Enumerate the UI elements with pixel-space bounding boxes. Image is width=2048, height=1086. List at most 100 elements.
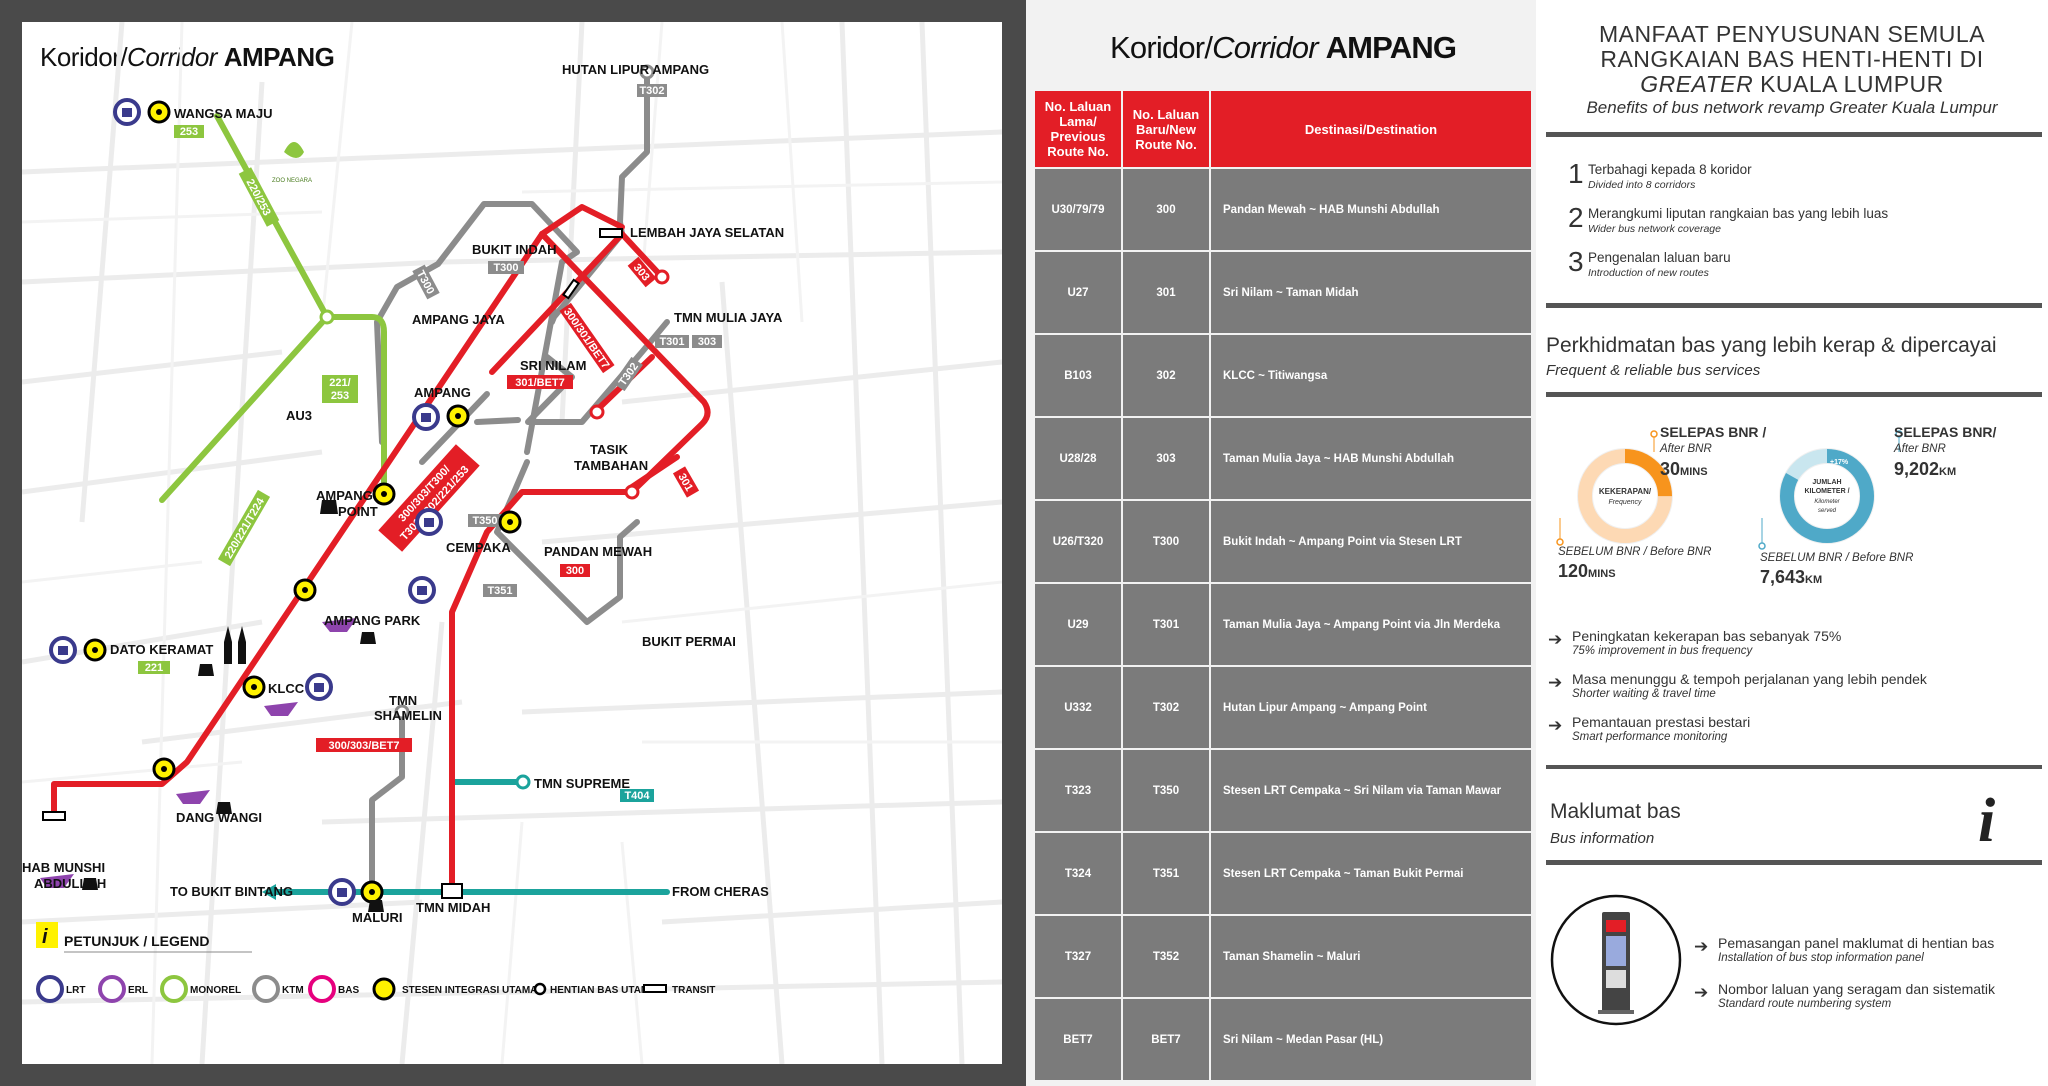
benefit-text: Merangkumi liputan rangkaian bas yang le… [1588,206,1889,221]
header-destination: Destinasi/Destination [1211,91,1531,167]
label-tambahan: TAMBAHAN [574,458,648,473]
header-old-route: No. Laluan Lama/ Previous Route No. [1035,91,1121,167]
benefits-subheading: Benefits of bus network revamp Greater K… [1586,98,1998,117]
freq-after-label: SELEPAS BNR / [1660,424,1767,440]
label-ampang: AMPANG [414,385,471,400]
dist-after-label: SELEPAS BNR/ [1894,424,1997,440]
frequency-donut: KEKERAPAN/ Frequency [1556,430,1673,546]
landmark-icons [82,500,384,912]
old-route-cell: B103 [1035,335,1121,416]
stop-hutan-lipur [639,64,655,80]
improvement-text: Masa menunggu & tempoh perjalanan yang l… [1572,671,1927,687]
dist-pct: +17% [1830,459,1849,466]
legend-lrt: LRT [66,985,85,996]
new-route-cell: T350 [1123,750,1209,831]
label-ampang-point-b: POINT [338,504,378,519]
label-tmn-midah: TMN MIDAH [416,900,490,915]
benefits-heading-line-1: MANFAAT PENYUSUNAN SEMULA [1598,21,1986,47]
legend-bus-icon [308,975,336,1003]
label-sri-nilam: SRI NILAM [520,358,586,373]
destination-cell: Taman Mulia Jaya ~ Ampang Point via Jln … [1211,584,1531,665]
tag-303b: 303 [698,336,716,348]
benefit-subtext: Wider bus network coverage [1588,223,1721,235]
freq-before-unit: MINS [1588,568,1616,580]
old-route-cell: U26/T320 [1035,501,1121,582]
freq-after-label-en: After BNR [1660,443,1712,455]
map-title-italic: Corridor [127,42,217,72]
destination-cell: Hutan Lipur Ampang ~ Ampang Point [1211,667,1531,748]
tag-221: 221 [145,662,163,674]
freq-after-number: 30 [1660,459,1681,479]
benefit-text: Terbahagi kepada 8 koridor [1588,162,1752,177]
destination-cell: Sri Nilam ~ Medan Pasar (HL) [1211,999,1531,1080]
green-routes [159,113,387,503]
label-hab-b: ABDULLAH [34,876,106,891]
teal-arrow-icon [262,884,276,900]
new-route-cell: 300 [1123,169,1209,250]
freq-center-1: KEKERAPAN/ [1599,487,1652,496]
route-table-title: Koridor/Corridor AMPANG [1110,30,1457,66]
zoo-negara-label: ZOO NEGARA [272,178,312,184]
route-table: No. Laluan Lama/ Previous Route No. No. … [1033,89,1533,1082]
stop-tmn-supreme [515,774,531,790]
tag-300-303-bet7: 300/303/BET7 [329,740,400,752]
benefit-subtext: Introduction of new routes [1588,267,1709,279]
label-tmn-shamelin-b: SHAMELIN [374,708,442,723]
legend-info-icon [36,922,58,948]
label-hutan-lipur: HUTAN LIPUR AMPANG [562,62,709,77]
new-route-cell: T352 [1123,916,1209,997]
destination-cell: Taman Mulia Jaya ~ HAB Munshi Abdullah [1211,418,1531,499]
bus-info-text: Pemasangan panel maklumat di hentian bas [1718,935,1995,951]
new-route-cell: T300 [1123,501,1209,582]
improvement-text: Peningkatan kekerapan bas sebanyak 75% [1572,628,1842,644]
tag-220-253: 220/253 [243,177,272,218]
label-tmn-shamelin-a: TMN [389,693,417,708]
legend-transit: TRANSIT [672,985,715,996]
arrow-right-icon: ➔ [1694,937,1709,956]
improvement-subtext: 75% improvement in bus frequency [1572,645,1753,657]
tag-t300: T300 [493,262,518,274]
legend-station-icon [372,977,396,1001]
label-pandan-mewah: PANDAN MEWAH [544,544,652,559]
map-title-name: AMPANG [223,42,335,72]
legend-ktm: KTM [282,985,304,996]
label-to-bukit-bintang: TO BUKIT BINTANG [170,884,293,899]
tag-221-253-a: 221/ [329,377,350,389]
label-ampang-jaya: AMPANG JAYA [412,312,505,327]
svg-text:i: i [42,926,48,948]
dist-after-number: 9,202 [1894,459,1940,479]
divider [1546,392,2042,397]
improvement-subtext: Smart performance monitoring [1572,731,1728,743]
tag-300: 300 [566,565,584,577]
benefits-heading-line-3: KUALA LUMPUR [1753,71,1944,97]
label-bukit-indah: BUKIT INDAH [472,242,557,257]
section-bus-info-title: Maklumat bas [1550,800,1681,823]
legend-bas: BAS [338,985,359,996]
rail-badges [40,98,443,906]
old-route-cell: U27 [1035,252,1121,333]
section-services-title: Perkhidmatan bas yang lebih kerap & dipe… [1546,334,1997,357]
route-table-header: No. Laluan Lama/ Previous Route No. No. … [1035,91,1531,167]
label-lembah-jaya: LEMBAH JAYA SELATAN [630,225,784,240]
dist-after-value: 9,202KM [1894,459,1956,480]
dist-after-unit: KM [1939,466,1957,478]
teal-routes [274,779,670,895]
tag-253: 253 [180,126,198,138]
tag-301-bet7: 301/BET7 [515,377,565,389]
stop-tmn-mulia-jaya [654,269,670,285]
freq-after-value: 30MINS [1660,459,1708,480]
route-table-panel: Koridor/Corridor AMPANG No. Laluan Lama/… [1026,0,1536,1086]
legend-stesen: STESEN INTEGRASI UTAMA [402,985,537,996]
label-dato-keramat: DATO KERAMAT [110,642,213,657]
freq-before-number: 120 [1558,561,1589,581]
benefit-number: 3 [1568,246,1584,277]
destination-cell: Bukit Indah ~ Ampang Point via Stesen LR… [1211,501,1531,582]
new-route-cell: T351 [1123,833,1209,914]
tag-t301: T301 [659,336,684,348]
benefit-text: Pengenalan laluan baru [1588,250,1731,265]
main-stops [319,64,670,790]
label-ampang-park: AMPANG PARK [324,613,421,628]
stop-au3 [319,309,335,325]
